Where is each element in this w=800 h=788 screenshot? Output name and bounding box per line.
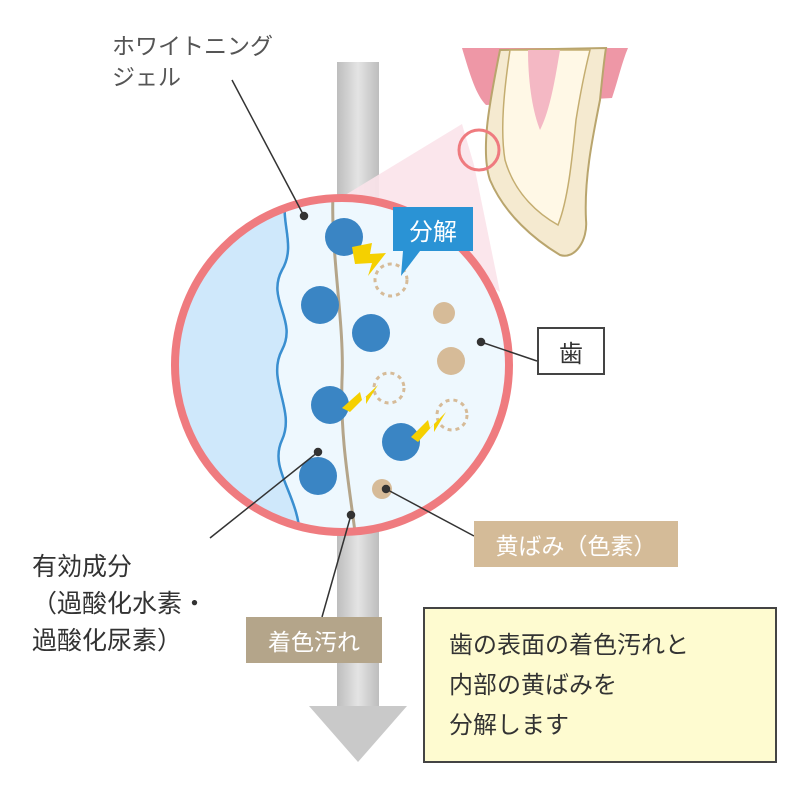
lightning-icon	[411, 412, 446, 442]
molecule	[299, 457, 337, 495]
pigment	[437, 347, 465, 375]
leader-lines	[209, 79, 538, 618]
molecule	[382, 423, 420, 461]
explanation-note: 歯の表面の着色汚れと 内部の黄ばみを 分解します	[423, 607, 777, 763]
gel-label-line1: ホワイトニング	[112, 34, 273, 60]
magnified-view	[171, 194, 513, 536]
broken-pigment	[373, 262, 409, 298]
focus-circle	[457, 128, 501, 172]
whitening-gel-label: ホワイトニング ジェル	[112, 32, 273, 94]
molecule	[325, 218, 363, 256]
ingredient-line2: （過酸化水素・	[32, 589, 208, 618]
note-line3: 分解します	[449, 711, 569, 739]
lightning-icon	[352, 243, 386, 276]
active-ingredient-label: 有効成分 （過酸化水素・ 過酸化尿素）	[32, 548, 207, 659]
molecule	[352, 314, 390, 352]
ingredient-line1: 有効成分	[32, 552, 133, 581]
breakdown-label: 分解	[393, 207, 473, 251]
note-line1: 歯の表面の着色汚れと	[449, 631, 689, 659]
note-line2: 内部の黄ばみを	[449, 671, 617, 699]
tooth-label: 歯	[537, 327, 605, 375]
molecule	[311, 386, 349, 424]
gel-label-line2: ジェル	[112, 65, 181, 91]
tooth-icon	[462, 46, 628, 257]
breakdown-pointer	[401, 251, 420, 276]
molecule	[301, 286, 339, 324]
broken-pigment	[435, 398, 469, 432]
ingredient-line3: 過酸化尿素）	[32, 626, 183, 655]
yellowing-label: 黄ばみ（色素）	[474, 521, 678, 567]
stain-label: 着色汚れ	[246, 617, 382, 663]
lightning-icon	[342, 385, 378, 412]
pigment	[433, 302, 455, 324]
broken-pigment	[372, 371, 406, 405]
